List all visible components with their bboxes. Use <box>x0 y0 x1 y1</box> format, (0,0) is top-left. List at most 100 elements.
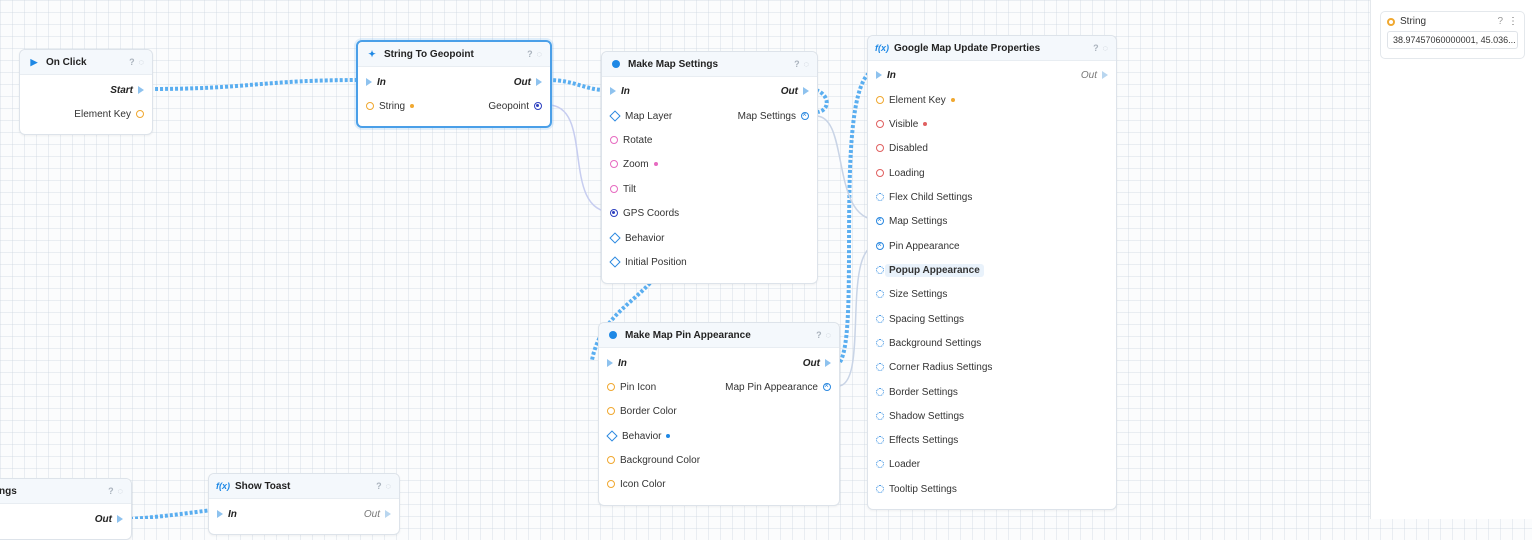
comment-icon[interactable]: ◌ <box>117 486 123 496</box>
exec-out-pin[interactable] <box>1102 71 1108 79</box>
more-options-icon[interactable]: ⋮ <box>1508 16 1518 27</box>
exec-in-pin[interactable] <box>876 71 882 79</box>
help-icon[interactable]: ? <box>129 57 135 67</box>
exec-in-pin[interactable] <box>607 359 613 367</box>
node-header[interactable]: f(x) Show Toast ?◌ <box>209 474 399 499</box>
enum-pin[interactable] <box>609 232 621 244</box>
input-pin-appearance: Pin Appearance <box>889 240 960 252</box>
string-input-pin[interactable] <box>366 102 374 110</box>
map-settings-output-pin[interactable] <box>801 110 809 120</box>
bool-pin[interactable] <box>876 120 884 128</box>
help-icon[interactable]: ? <box>108 486 114 496</box>
variable-name: String <box>1400 16 1427 27</box>
color-pin[interactable] <box>607 407 615 415</box>
help-icon[interactable]: ? <box>376 481 382 491</box>
struct-pin[interactable] <box>876 460 884 468</box>
enum-pin[interactable] <box>606 430 618 442</box>
comment-icon[interactable]: ◌ <box>825 330 831 340</box>
variable-card[interactable]: String ? ⋮ 38.97457060000001, 45.036... <box>1380 11 1525 59</box>
input-effects-settings: Effects Settings <box>889 434 959 446</box>
struct-pin[interactable] <box>876 266 884 274</box>
input-spacing-settings: Spacing Settings <box>889 313 965 325</box>
struct-pin[interactable] <box>876 363 884 371</box>
help-icon[interactable]: ? <box>1093 43 1099 53</box>
node-title: On Click <box>46 56 87 68</box>
input-pin-icon: Pin Icon <box>620 381 657 393</box>
input-size-settings: Size Settings <box>889 288 948 300</box>
input-loading: Loading <box>889 167 925 179</box>
help-icon[interactable]: ? <box>816 330 822 340</box>
struct-pin[interactable] <box>876 290 884 298</box>
bool-pin[interactable] <box>876 169 884 177</box>
node-partial-settings[interactable]: ngs ?◌ Out <box>0 478 132 540</box>
node-string-to-geopoint[interactable]: ✦ String To Geopoint ?◌ In Out String Ge… <box>356 40 552 128</box>
out-label: Out <box>802 357 820 369</box>
node-make-map-settings[interactable]: Make Map Settings ?◌ In Out Map Settings… <box>601 51 818 284</box>
struct-pin-connected[interactable] <box>876 215 884 225</box>
input-tilt: Tilt <box>623 183 636 195</box>
node-header[interactable]: Make Map Settings ?◌ <box>602 52 817 77</box>
exec-out-pin[interactable] <box>825 359 831 367</box>
node-title: Google Map Update Properties <box>894 42 1041 54</box>
enum-pin[interactable] <box>609 110 621 122</box>
exec-in-pin[interactable] <box>610 87 616 95</box>
enum-pin[interactable] <box>609 256 621 268</box>
exec-in-pin[interactable] <box>217 510 223 518</box>
in-label: In <box>621 85 630 97</box>
node-google-map-update-properties[interactable]: f(x) Google Map Update Properties ?◌ In … <box>867 35 1117 510</box>
input-behavior: Behavior <box>622 430 662 442</box>
variable-value-field[interactable]: 38.97457060000001, 45.036... <box>1387 31 1518 49</box>
node-on-click[interactable]: ▶ On Click ?◌ Start Element Key <box>19 49 153 135</box>
input-shadow-settings: Shadow Settings <box>889 410 965 422</box>
number-pin[interactable] <box>610 160 618 168</box>
struct-pin[interactable] <box>876 315 884 323</box>
struct-pin[interactable] <box>876 412 884 420</box>
help-icon[interactable]: ? <box>794 59 800 69</box>
function-icon: f(x) <box>875 43 889 53</box>
input-initial-position: Initial Position <box>625 256 687 268</box>
color-pin[interactable] <box>607 383 615 391</box>
color-pin[interactable] <box>607 480 615 488</box>
geopoint-pin[interactable] <box>610 209 618 217</box>
geopoint-output-pin[interactable] <box>534 102 542 110</box>
struct-pin[interactable] <box>876 485 884 493</box>
node-header[interactable]: ▶ On Click ?◌ <box>20 50 152 75</box>
element-key-pin[interactable] <box>136 110 144 118</box>
required-dot <box>410 104 415 108</box>
flow-wire-mapsettings-to-pin <box>590 88 829 361</box>
struct-pin[interactable] <box>876 193 884 201</box>
struct-pin[interactable] <box>876 339 884 347</box>
map-pin-appearance-output-pin[interactable] <box>823 381 831 391</box>
struct-pin[interactable] <box>876 388 884 396</box>
number-pin[interactable] <box>610 185 618 193</box>
struct-pin[interactable] <box>876 436 884 444</box>
number-pin[interactable] <box>610 136 618 144</box>
comment-icon[interactable]: ◌ <box>138 57 144 67</box>
comment-icon[interactable]: ◌ <box>1102 43 1108 53</box>
node-make-map-pin-appearance[interactable]: Make Map Pin Appearance ?◌ In Out Map Pi… <box>598 322 840 506</box>
exec-out-pin[interactable] <box>803 87 809 95</box>
input-rotate: Rotate <box>623 134 653 146</box>
exec-out-pin[interactable] <box>536 78 542 86</box>
help-icon[interactable]: ? <box>1497 16 1503 27</box>
node-show-toast[interactable]: f(x) Show Toast ?◌ In Out <box>208 473 400 535</box>
comment-icon[interactable]: ◌ <box>803 59 809 69</box>
struct-pin-connected[interactable] <box>876 240 884 250</box>
color-pin[interactable] <box>607 456 615 464</box>
string-pin[interactable] <box>876 96 884 104</box>
exec-out-pin[interactable] <box>117 515 123 523</box>
comment-icon[interactable]: ◌ <box>536 49 542 59</box>
exec-in-pin[interactable] <box>366 78 372 86</box>
struct-node-icon <box>609 331 617 339</box>
in-label: In <box>618 357 627 369</box>
input-popup-appearance[interactable]: Popup Appearance <box>885 263 984 277</box>
node-header[interactable]: ngs ?◌ <box>0 479 131 504</box>
exec-out-pin[interactable] <box>138 86 144 94</box>
help-icon[interactable]: ? <box>527 49 533 59</box>
node-header[interactable]: ✦ String To Geopoint ?◌ <box>358 42 550 67</box>
comment-icon[interactable]: ◌ <box>385 481 391 491</box>
bool-pin[interactable] <box>876 144 884 152</box>
exec-out-pin[interactable] <box>385 510 391 518</box>
node-header[interactable]: f(x) Google Map Update Properties ?◌ <box>868 36 1116 61</box>
node-header[interactable]: Make Map Pin Appearance ?◌ <box>599 323 839 348</box>
